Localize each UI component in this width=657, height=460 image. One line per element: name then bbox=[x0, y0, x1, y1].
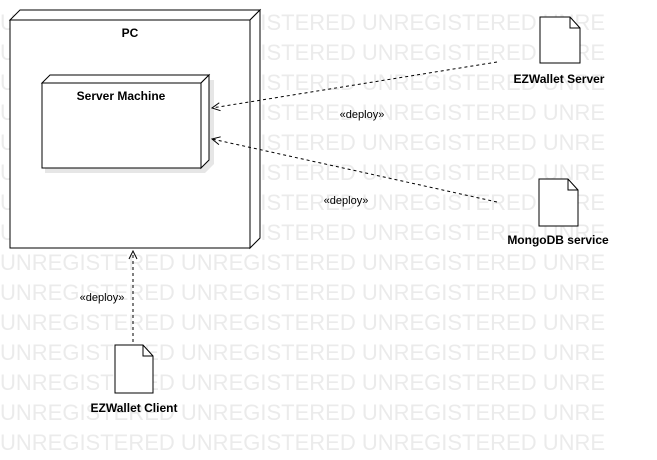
pc-node-side-face bbox=[249, 8, 261, 250]
artifact-mongodb-service[interactable]: MongoDB service bbox=[507, 178, 609, 247]
artifact-ezwallet-client-label: EZWallet Client bbox=[91, 401, 178, 415]
artifact-ezwallet-server[interactable]: EZWallet Server bbox=[514, 16, 605, 86]
watermark-row: UNREGISTERED UNREGISTERED UNREGISTERED U… bbox=[0, 310, 605, 335]
server-machine-front-face bbox=[41, 82, 202, 169]
artifact-ezwallet-client[interactable]: EZWallet Client bbox=[91, 344, 178, 415]
watermark-row: UNREGISTERED UNREGISTERED UNREGISTERED U… bbox=[0, 370, 605, 395]
dependency-line bbox=[212, 139, 498, 203]
document-icon bbox=[114, 344, 154, 394]
server-machine-label: Server Machine bbox=[77, 89, 166, 103]
artifact-mongodb-service-label: MongoDB service bbox=[507, 233, 609, 247]
server-machine-side-face bbox=[200, 73, 210, 170]
dependency-mongodb-deploy[interactable]: «deploy» bbox=[212, 139, 498, 207]
dependency-line bbox=[212, 61, 498, 108]
pc-node-label: PC bbox=[122, 26, 139, 40]
dependency-client-deploy[interactable]: «deploy» bbox=[80, 251, 133, 342]
dependency-label: «deploy» bbox=[340, 109, 385, 121]
dependency-label: «deploy» bbox=[324, 195, 369, 207]
dependency-label: «deploy» bbox=[80, 292, 125, 304]
watermark-row: UNREGISTERED UNREGISTERED UNREGISTERED U… bbox=[0, 250, 605, 275]
dependency-server-deploy[interactable]: «deploy» bbox=[212, 61, 498, 121]
watermark-row: UNREGISTERED UNREGISTERED UNREGISTERED U… bbox=[0, 400, 605, 425]
watermark-row: UNREGISTERED UNREGISTERED UNREGISTERED U… bbox=[0, 280, 605, 305]
server-machine-node[interactable]: Server Machine bbox=[40, 73, 214, 173]
artifact-ezwallet-server-label: EZWallet Server bbox=[514, 72, 605, 86]
watermark-row: UNREGISTERED UNREGISTERED UNREGISTERED U… bbox=[0, 430, 605, 455]
pc-node-top-face bbox=[8, 9, 262, 21]
document-icon bbox=[539, 16, 581, 64]
server-machine-top-face bbox=[40, 74, 211, 84]
watermark-row: UNREGISTERED UNREGISTERED UNREGISTERED U… bbox=[0, 340, 605, 365]
document-icon bbox=[538, 178, 579, 227]
